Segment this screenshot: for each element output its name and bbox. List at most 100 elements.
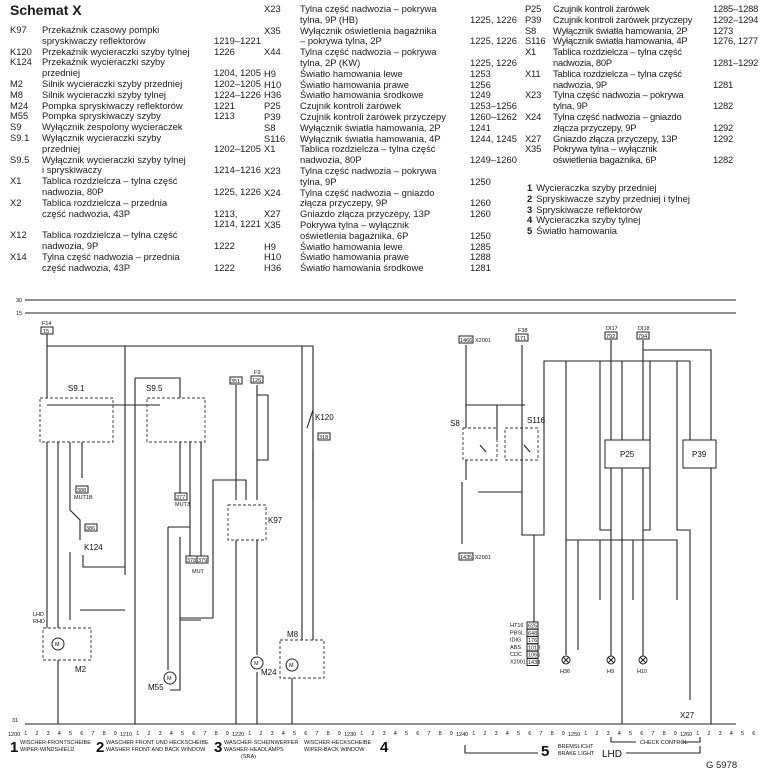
component-description: Tablica rozdzielcza – tylna część xyxy=(42,175,178,187)
connector-378-label: 378 xyxy=(187,558,196,564)
sensor-p39: P39 xyxy=(682,439,717,469)
ecu-pin-name: X2001 xyxy=(510,660,526,666)
ruler-minor-tick: 3 xyxy=(607,731,610,737)
component-description: Pokrywa tylna – wyłącznik xyxy=(553,143,657,155)
component-description: Tablica rozdzielcza – tylna część xyxy=(42,229,178,241)
component-code: M2 xyxy=(10,77,24,89)
component-description: Tylna część nadwozia – gniazdo xyxy=(300,186,435,198)
component-description: – pokrywa tylna, 2P xyxy=(300,35,382,47)
component-code: P25 xyxy=(525,3,542,14)
component-description: tylna, 9P (HB) xyxy=(300,13,359,25)
component-description: Przekaźnik wycieraczki szyby tylnej xyxy=(42,45,190,57)
component-description: Światło hamowania prawe xyxy=(300,251,409,263)
component-code: S116 xyxy=(264,132,286,144)
mut-label: MUT xyxy=(192,569,205,575)
component-description: Gniazdo złącza przyczepy, 13P xyxy=(300,208,431,220)
component-description: Światło hamowania lewe xyxy=(300,240,403,252)
component-code: X2 xyxy=(10,196,22,208)
circuit-reference: 1214–1216 xyxy=(214,164,261,176)
component-description: tylna, 9P xyxy=(300,175,337,187)
component-description: Tablica rozdzielcza – przednia xyxy=(42,196,168,208)
ruler-minor-tick: 9 xyxy=(674,731,677,737)
ruler-minor-tick: 7 xyxy=(427,731,430,737)
component-code: S9.5 xyxy=(10,153,30,165)
caption-de: BREMSLICHT xyxy=(558,744,594,750)
fuse-f14: F14 15 xyxy=(40,321,54,335)
component-code: X23 xyxy=(525,89,542,101)
lhd-bracket xyxy=(464,745,701,754)
svg-text:M: M xyxy=(167,676,172,682)
component-code: S8 xyxy=(525,24,537,36)
connector-318-label: 318 xyxy=(319,435,328,441)
circuit-reference: 1260 xyxy=(470,208,491,220)
ruler-minor-tick: 3 xyxy=(271,731,274,737)
connector-379-label: 379 xyxy=(198,558,207,564)
component-description: Światło hamowania lewe xyxy=(300,67,403,79)
component-description: Tylna część nadwozia – pokrywa xyxy=(553,89,684,101)
m2-label: M2 xyxy=(75,665,87,674)
component-code: H9 xyxy=(264,67,276,79)
m24-label: M24 xyxy=(261,668,277,677)
ruler-minor-tick: 2 xyxy=(371,731,374,737)
component-description: Pompka spryskiwaczy szyby xyxy=(42,110,161,122)
component-description: przedniej xyxy=(42,67,81,79)
component-description: Wyłącznik oświetlenia bagażnika xyxy=(300,24,437,36)
ruler-minor-tick: 3 xyxy=(719,731,722,737)
component-description: Tylna część nadwozia – pokrywa xyxy=(300,3,437,14)
ecu-pin-name: HT16 xyxy=(510,623,523,629)
circuit-reference: 1241 xyxy=(470,121,491,133)
ecu-pin-name: IDIG xyxy=(510,638,521,644)
circuit-name: Wycieraczka szyby tylnej xyxy=(536,214,641,226)
component-code: M24 xyxy=(10,99,29,111)
component-description: Wyłącznik zespolony wycieraczek xyxy=(42,121,183,133)
component-description: część nadwozia, 43P xyxy=(42,207,131,219)
component-code: X23 xyxy=(264,3,281,14)
ruler-minor-tick: 2 xyxy=(483,731,486,737)
ruler-minor-tick: 3 xyxy=(495,731,498,737)
component-code: X1 xyxy=(525,46,537,58)
component-description: spryskiwaczy reflektorów xyxy=(42,34,146,46)
circuit-reference: 1226 xyxy=(214,45,235,57)
component-code: K120 xyxy=(10,45,32,57)
component-description: część nadwozia, 43P xyxy=(42,261,131,273)
p39-label: P39 xyxy=(692,450,707,459)
ruler-minor-tick: 9 xyxy=(562,731,565,737)
component-description: Wyłącznik wycieraczki szyby xyxy=(42,131,162,143)
connector-351-label: 351 xyxy=(231,379,240,385)
rhd-label-m2: RHD xyxy=(33,619,45,625)
relay-k120: K120 xyxy=(306,409,334,429)
component-code: K124 xyxy=(10,56,32,68)
p25-label: P25 xyxy=(620,450,635,459)
caption-en: WIPER-BACK WINDOW xyxy=(304,747,365,753)
component-description: przedniej xyxy=(42,142,81,154)
circuit-reference: 1225, 1226 xyxy=(470,13,517,25)
ruler-minor-tick: 9 xyxy=(114,731,117,737)
caption-de: WISCHER-HECKSCHEIBE xyxy=(304,740,372,746)
circuit-reference: 1260 xyxy=(470,197,491,209)
component-description: Pokrywa tylna – wyłącznik xyxy=(300,218,409,230)
circuit-reference: 1285–1288 xyxy=(713,3,759,14)
f9-box-label: 126 xyxy=(252,378,261,384)
circuit-name: Światło hamowania xyxy=(536,225,617,237)
h9-label: H9 xyxy=(607,669,614,675)
ruler-minor-tick: 4 xyxy=(282,731,285,737)
ruler-minor-tick: 7 xyxy=(203,731,206,737)
s8-label: S8 xyxy=(450,419,460,428)
s9-1-label: S9.1 xyxy=(68,384,85,393)
svg-text:M: M xyxy=(55,642,60,648)
ruler-minor-tick: 5 xyxy=(69,731,72,737)
ecu-pin-box xyxy=(526,658,539,666)
mut1b-label: MUT1B xyxy=(74,495,93,501)
circuit-reference: 1292–1294 xyxy=(713,13,759,25)
fuse-f9: F9 126 xyxy=(250,370,264,384)
ruler-minor-tick: 8 xyxy=(103,731,106,737)
ruler-minor-tick: 4 xyxy=(170,731,173,737)
component-code: X24 xyxy=(525,110,542,122)
caption-en: WASHER-HEADLAMPS xyxy=(224,747,284,753)
